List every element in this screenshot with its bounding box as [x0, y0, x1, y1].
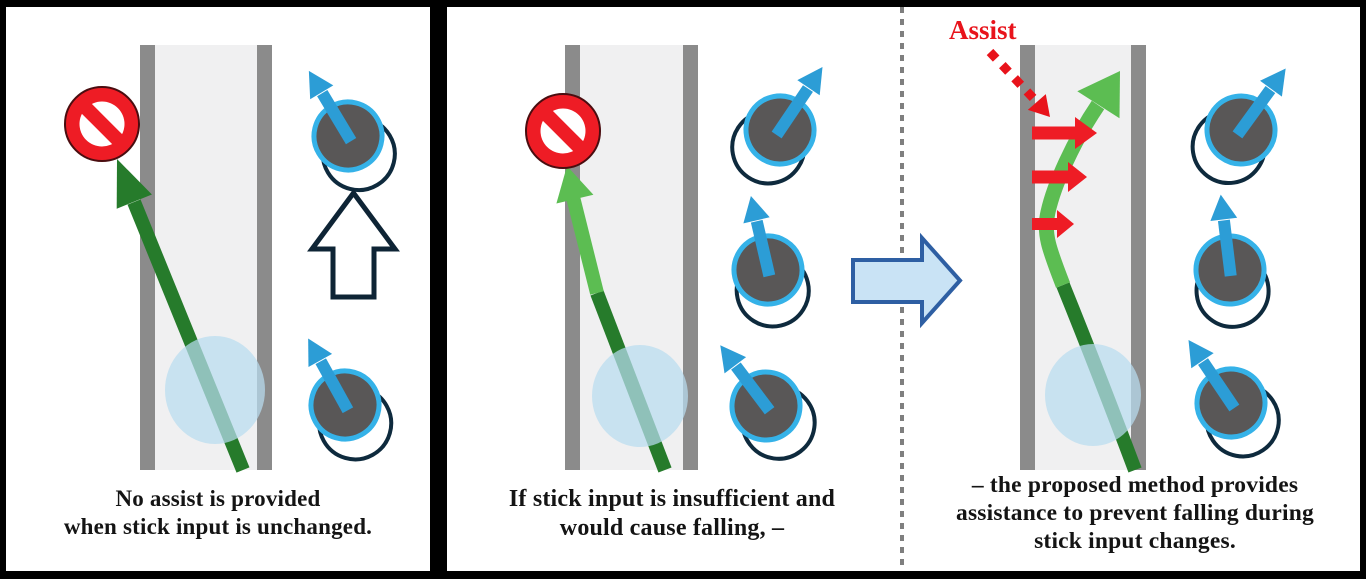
stick-arrowhead	[743, 195, 770, 224]
stick-arrowhead	[1210, 194, 1238, 222]
trajectory-arrowhead	[556, 166, 594, 204]
joystick-up-left-icon	[1188, 339, 1281, 459]
assist-label: Assist	[949, 15, 1017, 45]
stick-direction-arrow	[1198, 358, 1240, 412]
stick-arrowhead	[1260, 68, 1286, 97]
assist-pair-graphic	[525, 7, 1286, 571]
no-entry-icon	[64, 86, 140, 162]
stick-direction-arrow	[731, 362, 775, 415]
stick-arrowhead	[797, 66, 823, 96]
scene-insufficient-input	[525, 45, 823, 473]
road-right-edge	[257, 45, 272, 470]
joystick-up-icon	[1193, 194, 1271, 329]
joystick-up-right-icon	[730, 66, 823, 186]
joystick-up-left-icon	[308, 70, 397, 193]
panel-no-assist: No assist is provided when stick input i…	[6, 7, 430, 571]
road-left-edge	[140, 45, 155, 470]
assist-force-arrows	[1032, 117, 1097, 238]
stick-direction-arrow	[1217, 219, 1237, 277]
joystick-up-left-icon	[720, 345, 817, 461]
trajectory-arrowhead	[1077, 71, 1120, 119]
joystick-up-icon	[731, 195, 811, 329]
panel-caption: No assist is provided when stick input i…	[63, 486, 373, 540]
stick-arrowhead	[308, 338, 333, 367]
panel-caption: If stick input is insufficient and would…	[508, 486, 836, 542]
character-footprint	[1045, 344, 1141, 446]
scene-proposed-method	[986, 45, 1286, 473]
road-right-edge	[683, 45, 698, 470]
no-entry-slash	[76, 98, 128, 150]
assist-pointer-arrow	[986, 48, 1050, 117]
assist-force-arrow	[1032, 162, 1087, 192]
stick-arrowhead	[308, 70, 334, 100]
unchanged-up-arrow-icon	[307, 188, 400, 300]
stick-arrowhead	[720, 345, 747, 374]
panel-no-assist-graphic	[64, 45, 400, 473]
trajectory-shaft-future	[566, 195, 604, 295]
assist-pointer-arrowhead	[1027, 94, 1050, 117]
road-left-edge	[1020, 45, 1035, 470]
panel-caption: – the proposed method provides assistanc…	[956, 472, 1314, 555]
joystick-up-right-icon	[1190, 68, 1286, 185]
assist-force-arrow	[1032, 117, 1097, 149]
transition-arrow-icon	[851, 232, 963, 329]
no-entry-icon	[525, 93, 601, 169]
stick-arrowhead	[1188, 339, 1214, 369]
stick-direction-arrow	[1232, 86, 1276, 139]
character-footprint	[165, 336, 265, 444]
stick-direction-arrow	[771, 85, 813, 139]
assist-force-arrow	[1032, 210, 1074, 238]
stick-direction-arrow	[750, 219, 776, 278]
character-footprint	[592, 345, 688, 447]
stick-direction-arrow	[315, 358, 354, 414]
panel-assist-pair: Assist If stick input is insufficient an…	[447, 7, 1360, 571]
assist-pointer-dotted-line	[986, 48, 1039, 104]
no-entry-slash	[537, 105, 589, 157]
road-right-edge	[1131, 45, 1146, 470]
trajectory-arrowhead	[116, 159, 152, 209]
stick-direction-arrow	[317, 90, 357, 145]
joystick-up-left-icon	[308, 338, 394, 462]
